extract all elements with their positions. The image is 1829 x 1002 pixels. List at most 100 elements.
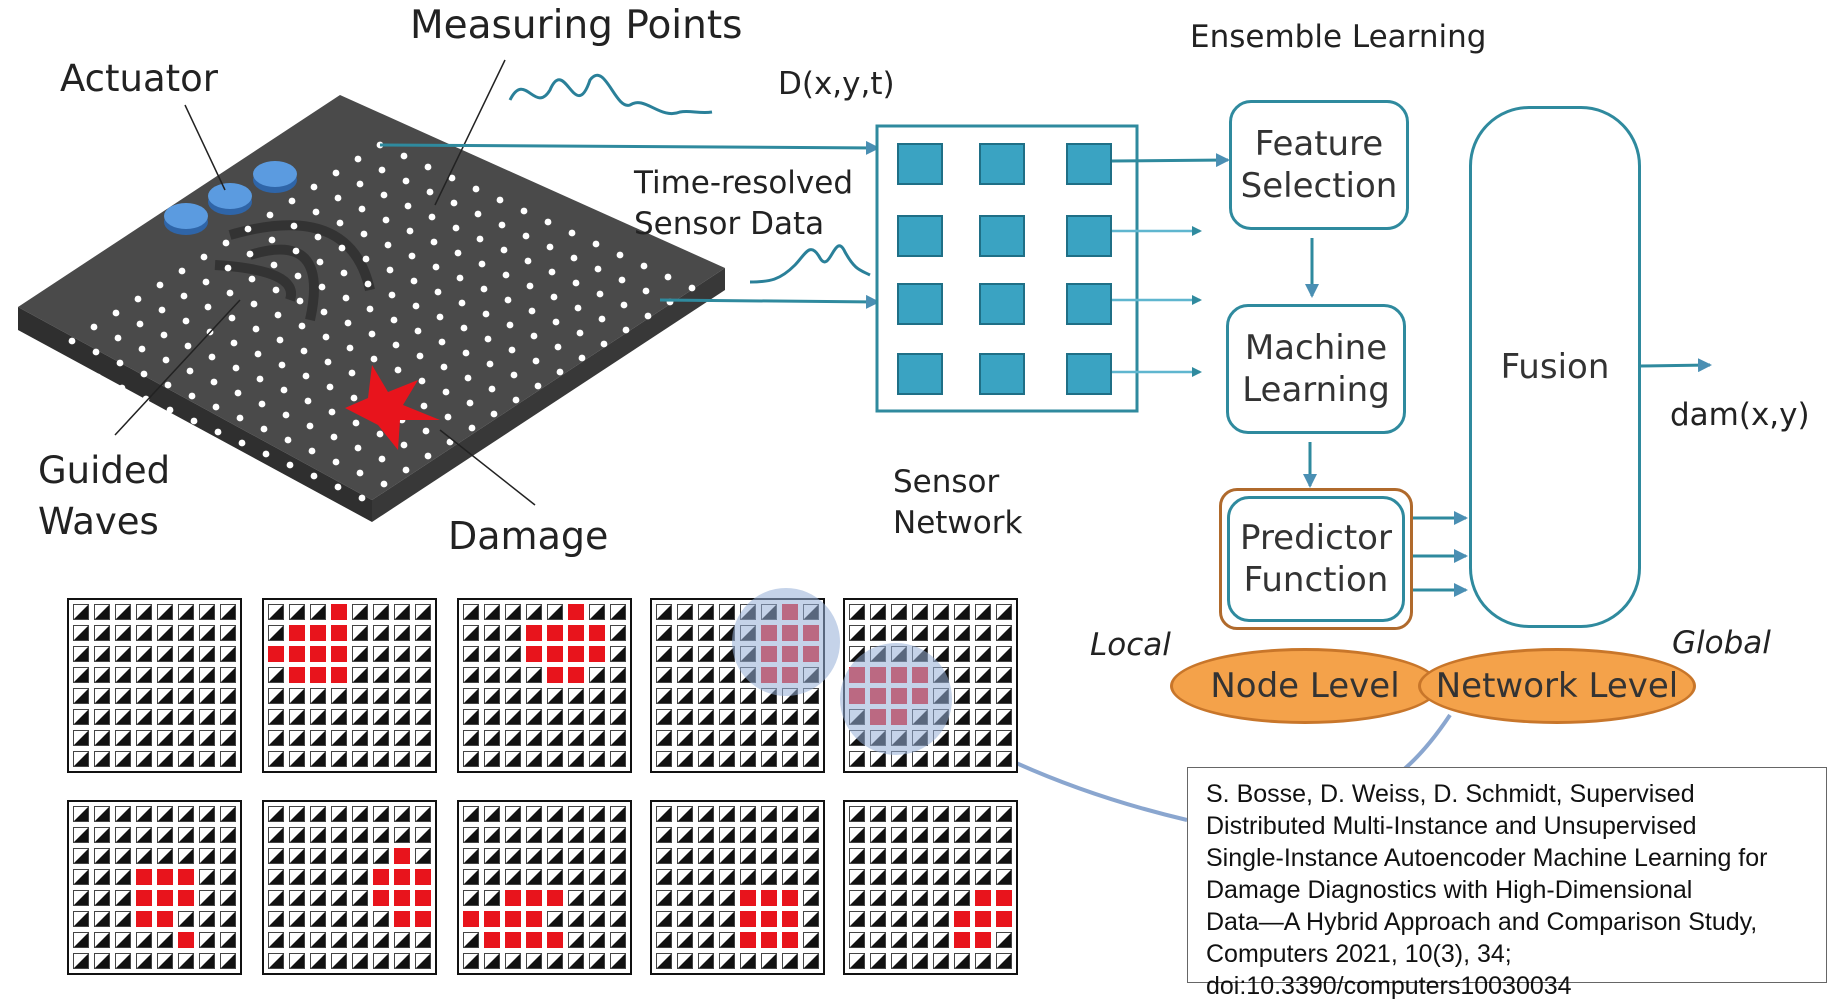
sensor-cell	[740, 806, 756, 822]
measuring-point	[236, 414, 244, 422]
sensor-cell	[157, 848, 173, 864]
sensor-cell	[698, 667, 714, 683]
input-arrow-bottom	[659, 294, 880, 309]
sensor-cell	[463, 604, 479, 620]
sensor-cell	[289, 688, 305, 704]
damage-cell	[331, 604, 347, 620]
measuring-point	[298, 322, 306, 330]
sensor-cell	[912, 911, 928, 927]
sensor-cell	[568, 827, 584, 843]
sensor-cell	[656, 827, 672, 843]
measuring-point	[244, 225, 252, 233]
measuring-point	[482, 310, 490, 318]
sensor-cell	[199, 751, 215, 767]
measuring-point	[616, 251, 624, 259]
measuring-points-grid	[46, 141, 696, 502]
sensor-cell	[782, 869, 798, 885]
sensor-cell	[975, 625, 991, 641]
sensor-cell	[891, 625, 907, 641]
sensor-cell	[933, 869, 949, 885]
sensor-cell	[94, 730, 110, 746]
sensor-cell	[656, 890, 672, 906]
sensor-cell	[220, 890, 236, 906]
measuring-point	[434, 288, 442, 296]
sensor-cell	[268, 806, 284, 822]
sensor-cell	[975, 604, 991, 620]
sensor-cell	[677, 848, 693, 864]
sensor-cell	[656, 625, 672, 641]
measuring-point	[258, 400, 266, 408]
sensor-cell	[870, 604, 886, 620]
measuring-point	[138, 345, 146, 353]
sensor-cell	[870, 869, 886, 885]
measuring-point	[520, 207, 528, 215]
sensor-cell	[178, 730, 194, 746]
sensor-cell	[352, 869, 368, 885]
sensor-cell	[94, 806, 110, 822]
input-arrow-top	[379, 140, 880, 155]
measuring-point	[226, 289, 234, 297]
damage-cell	[136, 911, 152, 927]
measuring-point	[440, 363, 448, 371]
sensor-cell	[996, 827, 1012, 843]
measuring-point	[68, 337, 76, 345]
measuring-point	[230, 339, 238, 347]
sensor-cell	[912, 827, 928, 843]
sensor-cell	[331, 827, 347, 843]
sensor-cell	[373, 688, 389, 704]
measuring-point	[158, 306, 166, 314]
damage-cell	[373, 869, 389, 885]
measuring-point	[114, 334, 122, 342]
measuring-point	[366, 305, 374, 313]
sensor-cell	[373, 667, 389, 683]
damage-cell	[136, 890, 152, 906]
sensor-cell	[73, 751, 89, 767]
sensor-cell	[178, 625, 194, 641]
measuring-point	[354, 155, 362, 163]
sensor-cell	[740, 869, 756, 885]
sensor-cell	[526, 869, 542, 885]
sensor-cell	[220, 667, 236, 683]
sensor-cell	[463, 709, 479, 725]
sensor-cell	[526, 667, 542, 683]
sensor-cell	[761, 730, 777, 746]
sensor-cell	[373, 709, 389, 725]
sensor-cell	[933, 625, 949, 641]
actuator-discs	[164, 161, 297, 235]
sensor-cell	[656, 911, 672, 927]
damage-cell	[782, 890, 798, 906]
sensor-cell	[849, 869, 865, 885]
sensor-cell	[415, 604, 431, 620]
measuring-point	[46, 351, 54, 359]
sensor-cell	[912, 625, 928, 641]
sensor-cell	[656, 806, 672, 822]
damage-cell	[547, 890, 563, 906]
sensor-node	[1066, 143, 1112, 185]
predictor-function-box: Predictor Function	[1227, 496, 1405, 622]
sensor-cell	[394, 932, 410, 948]
sensor-cell	[698, 848, 714, 864]
sensor-cell	[610, 751, 626, 767]
sensor-cell	[310, 911, 326, 927]
sensor-cell	[415, 688, 431, 704]
sensor-cell	[73, 709, 89, 725]
damage-cell	[761, 932, 777, 948]
damage-map-grid	[650, 800, 825, 975]
sensor-cell	[719, 688, 735, 704]
sensor-cell	[954, 890, 970, 906]
sensor-cell	[996, 932, 1012, 948]
sensor-cell	[157, 730, 173, 746]
measuring-point	[424, 452, 432, 460]
measuring-point	[556, 368, 564, 376]
sensor-cell	[677, 625, 693, 641]
sensor-cell	[199, 806, 215, 822]
sensor-cell	[199, 953, 215, 969]
sensor-cell	[698, 911, 714, 927]
measuring-point	[266, 211, 274, 219]
sensor-cell	[199, 932, 215, 948]
sensor-cell	[933, 848, 949, 864]
sensor-cell	[115, 604, 131, 620]
sensor-cell	[719, 709, 735, 725]
measuring-point	[304, 397, 312, 405]
measuring-point	[386, 266, 394, 274]
